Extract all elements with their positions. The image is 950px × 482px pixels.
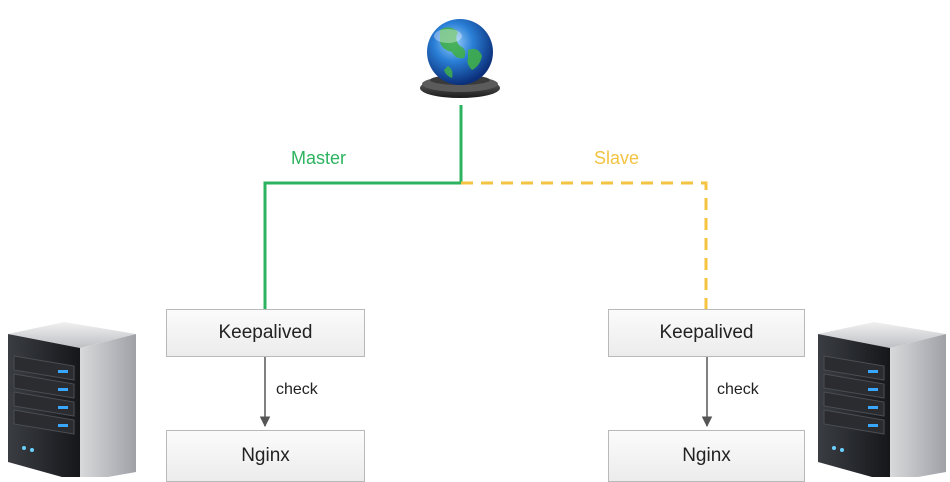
server-icon — [8, 322, 136, 477]
right-nginx-box: Nginx — [608, 430, 805, 482]
left-check-label: check — [276, 381, 318, 398]
left-keepalived-label: Keepalived — [218, 322, 313, 343]
right-check-label: check — [717, 381, 759, 398]
right-keepalived-box: Keepalived — [608, 309, 805, 357]
master-link — [263, 105, 463, 309]
slave-link — [461, 181, 708, 309]
left-keepalived-box: Keepalived — [166, 309, 365, 357]
right-nginx-label: Nginx — [682, 445, 731, 466]
server-icon — [818, 322, 946, 477]
globe-icon — [420, 19, 500, 98]
right-keepalived-label: Keepalived — [659, 322, 754, 343]
left-nginx-label: Nginx — [241, 445, 290, 466]
left-nginx-box: Nginx — [166, 430, 365, 482]
master-label: Master — [291, 148, 347, 168]
slave-label: Slave — [594, 148, 640, 168]
